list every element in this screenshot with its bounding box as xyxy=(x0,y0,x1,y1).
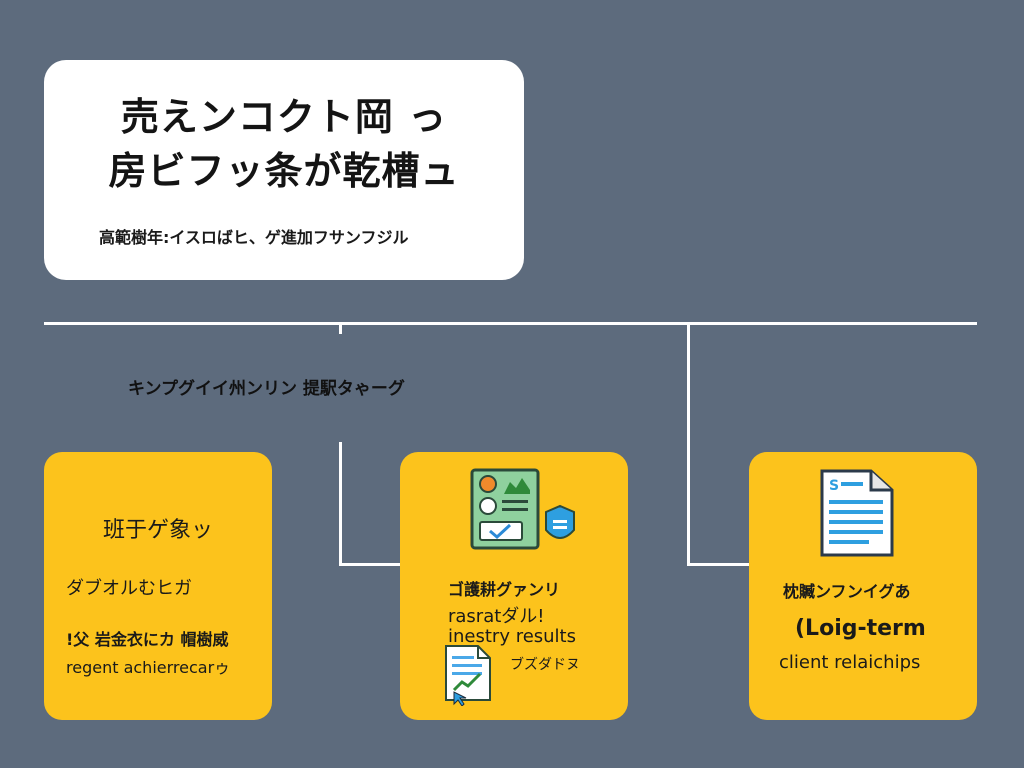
card-2-text-b: inestry results xyxy=(448,626,576,647)
card-2-text-a: rasratダル! xyxy=(448,606,545,627)
connector-line-card-2-elbow xyxy=(339,563,401,566)
card-1-text-a: !父 岩金衣にカ 帽樹威 xyxy=(66,630,229,649)
dashboard-document-icon xyxy=(470,468,575,550)
card-3: S 枕贓ンフンイグあ (Loig-term client relaichips xyxy=(749,452,977,720)
header-card: 売えンコクト岡 っ 房ビフッ条が乾槽ュ 高範樹年:イスロばヒ、ゲ進加フサンフジル xyxy=(44,60,524,280)
text-document-icon: S xyxy=(820,469,894,557)
header-title-line-1: 売えンコクト岡 っ xyxy=(120,95,448,139)
header-title-line-2: 房ビフッ条が乾槽ュ xyxy=(108,149,460,193)
connector-label: キンプグイイ州ンリン 提駅タゃーグ xyxy=(128,379,405,399)
card-3-text-b: client relaichips xyxy=(779,652,921,673)
growth-document-icon xyxy=(445,645,491,706)
card-2-title: ゴ護耕グァンリ xyxy=(448,580,561,599)
card-3-text-a: (Loig-term xyxy=(795,616,926,641)
svg-text:S: S xyxy=(829,478,839,494)
connector-line-horizontal xyxy=(44,322,977,325)
connector-line-to-card-3 xyxy=(687,322,690,566)
card-1-subtitle: ダブオルむヒガ xyxy=(66,578,192,599)
card-1-title: 班于ゲ象ッ xyxy=(102,518,213,543)
connector-line-stub xyxy=(339,322,342,334)
card-3-title: 枕贓ンフンイグあ xyxy=(783,582,911,601)
connector-line-card-3-elbow xyxy=(687,563,750,566)
card-2-text-c: ブズダドヌ xyxy=(510,657,580,673)
header-subtitle: 高範樹年:イスロばヒ、ゲ進加フサンフジル xyxy=(99,228,409,247)
card-1-text-b: regent achierrecarゥ xyxy=(66,658,231,677)
card-1: 班于ゲ象ッ ダブオルむヒガ !父 岩金衣にカ 帽樹威 regent achier… xyxy=(44,452,272,720)
card-2: ゴ護耕グァンリ rasratダル! inestry results ブズダドヌ xyxy=(400,452,628,720)
connector-line-to-card-2 xyxy=(339,442,342,566)
